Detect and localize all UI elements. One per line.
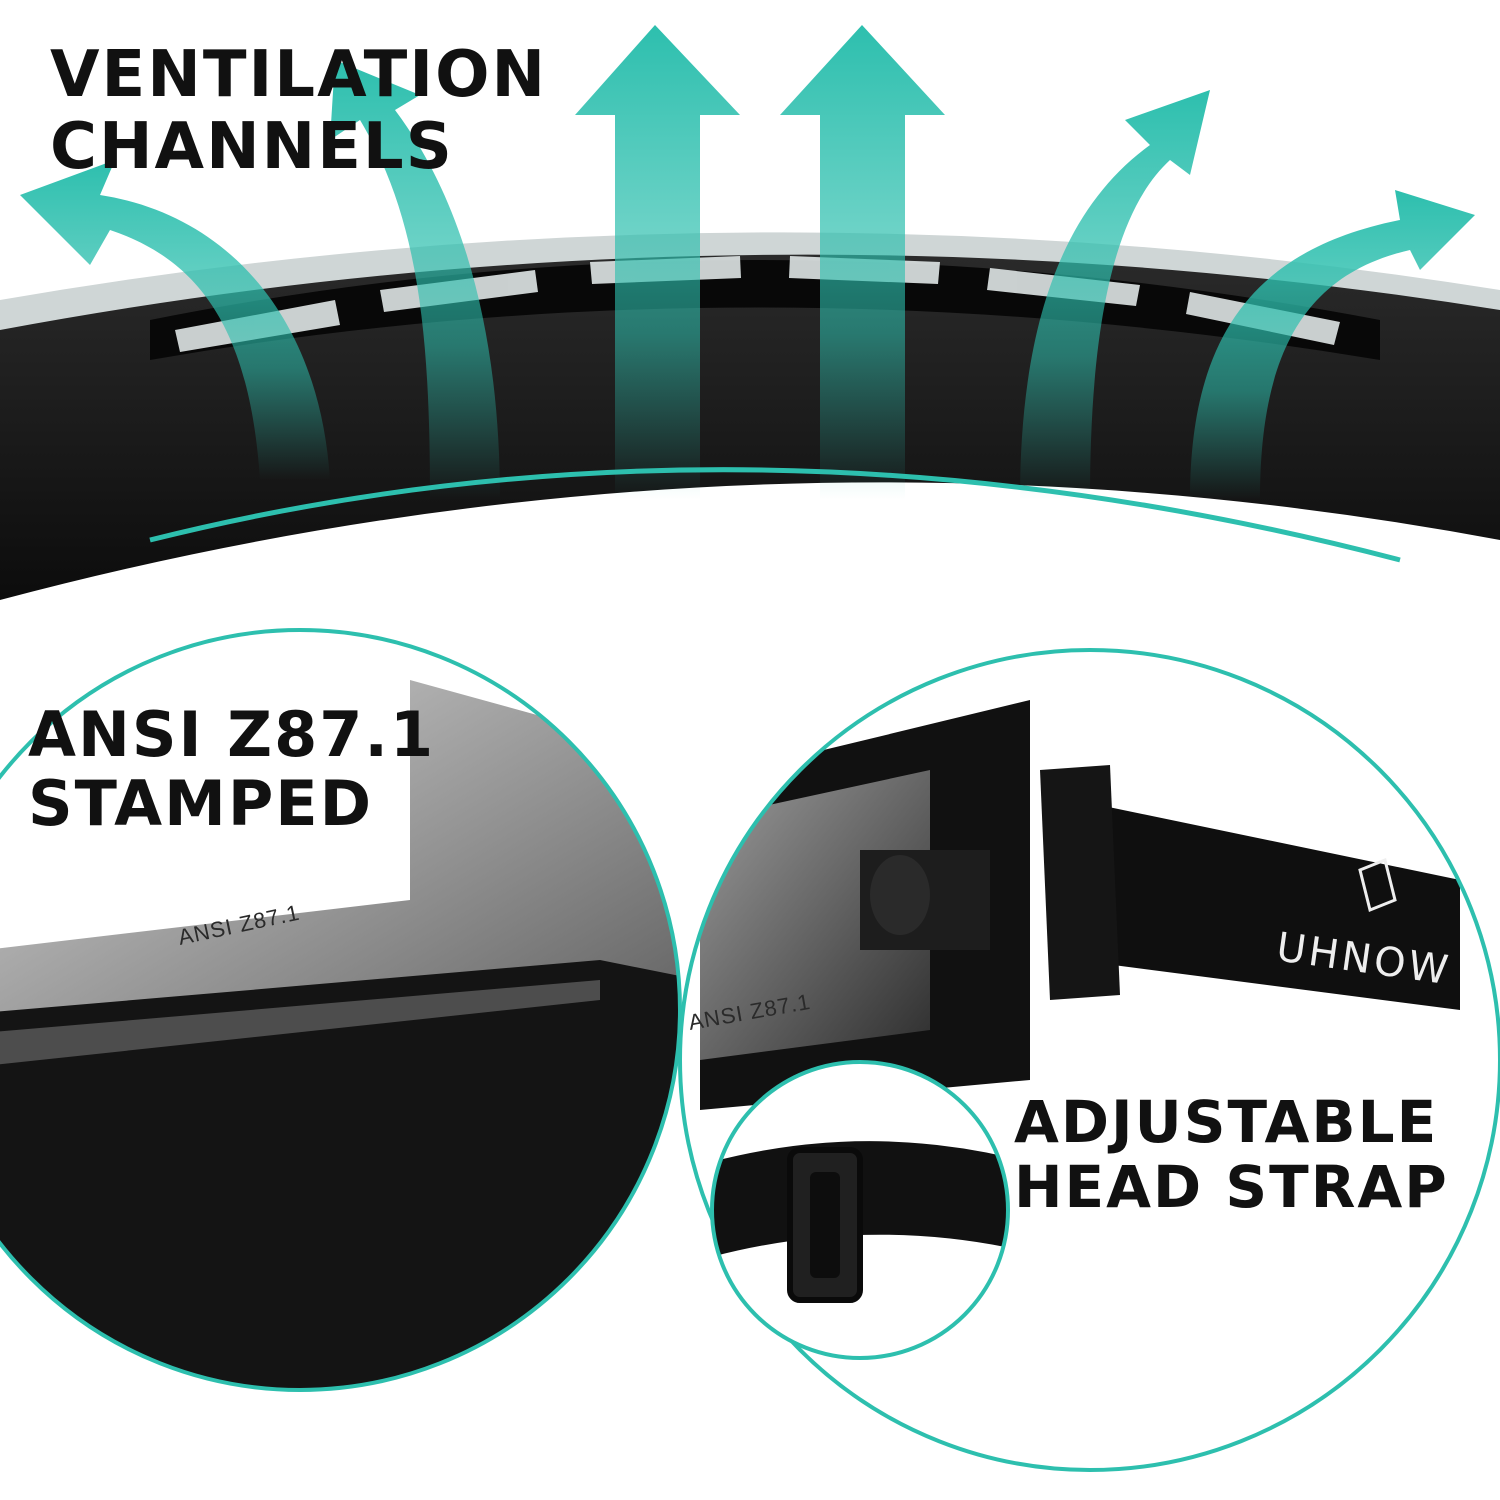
caption-line: ADJUSTABLE — [1014, 1088, 1439, 1156]
feature-caption-ansi: ANSI Z87.1 STAMPED — [28, 700, 435, 839]
buckle-inset — [710, 1060, 1010, 1360]
caption-line: VENTILATION — [50, 38, 548, 112]
strap-closeup: UHNOW ANSI Z87.1 — [678, 648, 1500, 1472]
airflow-arrow — [20, 25, 1475, 500]
ansi-closeup: ANSI Z87.1 — [0, 628, 682, 1392]
uhnow-logo-mark — [1358, 857, 1397, 913]
caption-line: ANSI Z87.1 — [28, 698, 436, 771]
feature-caption-ventilation: VENTILATION CHANNELS — [50, 38, 548, 184]
caption-line: HEAD STRAP — [1014, 1152, 1449, 1221]
caption-line: STAMPED — [28, 767, 374, 841]
ventilation-frame — [0, 232, 1500, 600]
feature-caption-strap: ADJUSTABLE HEAD STRAP — [1014, 1090, 1449, 1220]
caption-line: CHANNELS — [50, 109, 454, 184]
